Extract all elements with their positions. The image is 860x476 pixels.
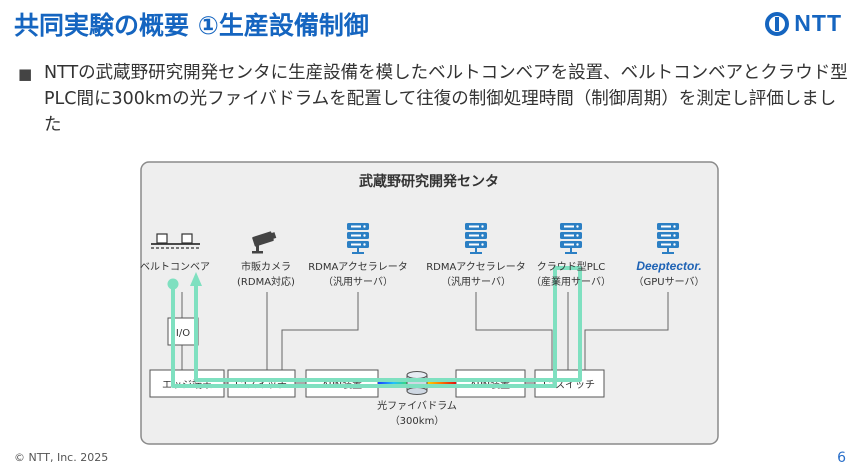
- belt-conveyor-label: ベルトコンベア: [140, 261, 210, 273]
- rdma-accelerator-2-sublabel: （汎用サーバ）: [441, 275, 511, 288]
- bullet-item: ■ NTTの武蔵野研究開発センタに生産設備を模したベルトコンベアを設置、ベルトコ…: [18, 60, 848, 138]
- edge-terminal-box: エッジ端末: [149, 369, 225, 398]
- camera-sublabel: (RDMA対応): [237, 275, 295, 288]
- ntt-logo: NTT: [764, 10, 842, 37]
- apn-right-box: APN装置: [455, 369, 526, 398]
- ntt-logo-icon: [765, 11, 790, 36]
- camera-icon: [252, 231, 277, 254]
- rdma-accelerator-2-label: RDMAアクセラレータ: [426, 261, 526, 273]
- cloud-plc-label: クラウド型PLC: [537, 260, 606, 273]
- loop-start-dot: [167, 278, 179, 290]
- gpu-server-sublabel: （GPUサーバ）: [634, 276, 705, 288]
- fiber-distance: （300km）: [390, 415, 445, 427]
- bullet-text: NTTの武蔵野研究開発センタに生産設備を模したベルトコンベアを設置、ベルトコンベ…: [44, 63, 848, 135]
- rdma-accelerator-1-sublabel: （汎用サーバ）: [323, 275, 393, 288]
- fiber-drum-icon: [406, 371, 428, 395]
- container-title: 武蔵野研究開発センタ: [359, 173, 499, 190]
- deeptector-logo: Deeptector.: [636, 259, 701, 273]
- control-loop-path: [171, 266, 582, 388]
- bullet-marker: ■: [18, 65, 33, 83]
- l2-switch-left-box: L2スイッチ: [227, 369, 296, 398]
- loop-arrow-head: [190, 272, 202, 286]
- page-number: 6: [837, 450, 846, 466]
- copyright-footer: © NTT, Inc. 2025: [14, 451, 109, 464]
- l2-switch-right-box: L2スイッチ: [534, 369, 605, 398]
- io-box-label: I/O: [176, 328, 190, 339]
- connection-lines: [181, 292, 669, 384]
- camera-label: 市販カメラ: [241, 260, 291, 273]
- apn-left-box: APN装置: [305, 369, 379, 398]
- cloud-plc-sublabel: （産業用サーバ）: [531, 275, 611, 288]
- conveyor-icon: [151, 233, 200, 249]
- fiber-label: 光ファイバドラム: [377, 399, 457, 412]
- rdma-accelerator-1-label: RDMAアクセラレータ: [308, 261, 408, 273]
- slide-title: 共同実験の概要 ①生産設備制御: [14, 11, 369, 40]
- ntt-logo-text: NTT: [794, 10, 842, 36]
